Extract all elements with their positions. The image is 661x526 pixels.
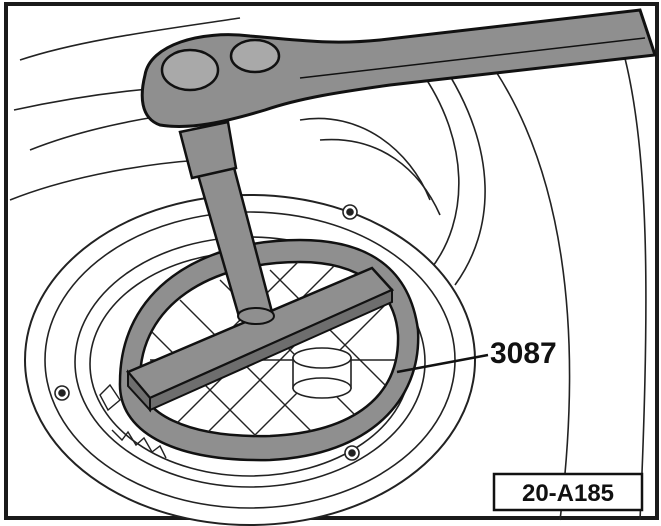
ratchet-head-boss-left [160, 48, 220, 92]
figure-reference-label: 20-A185 [522, 480, 614, 507]
spanner-crossbar [125, 266, 395, 413]
body-contour-lines [9, 17, 647, 521]
callout-tool-number: 3087 [490, 337, 557, 370]
callout-leader-line [396, 353, 489, 374]
sender-teeth [99, 383, 167, 459]
ratchet-head-boss-right [229, 38, 281, 74]
figure-reference-box: 20-A185 [492, 472, 644, 512]
extension-bar [178, 120, 275, 325]
ratchet-wrench [140, 8, 658, 128]
